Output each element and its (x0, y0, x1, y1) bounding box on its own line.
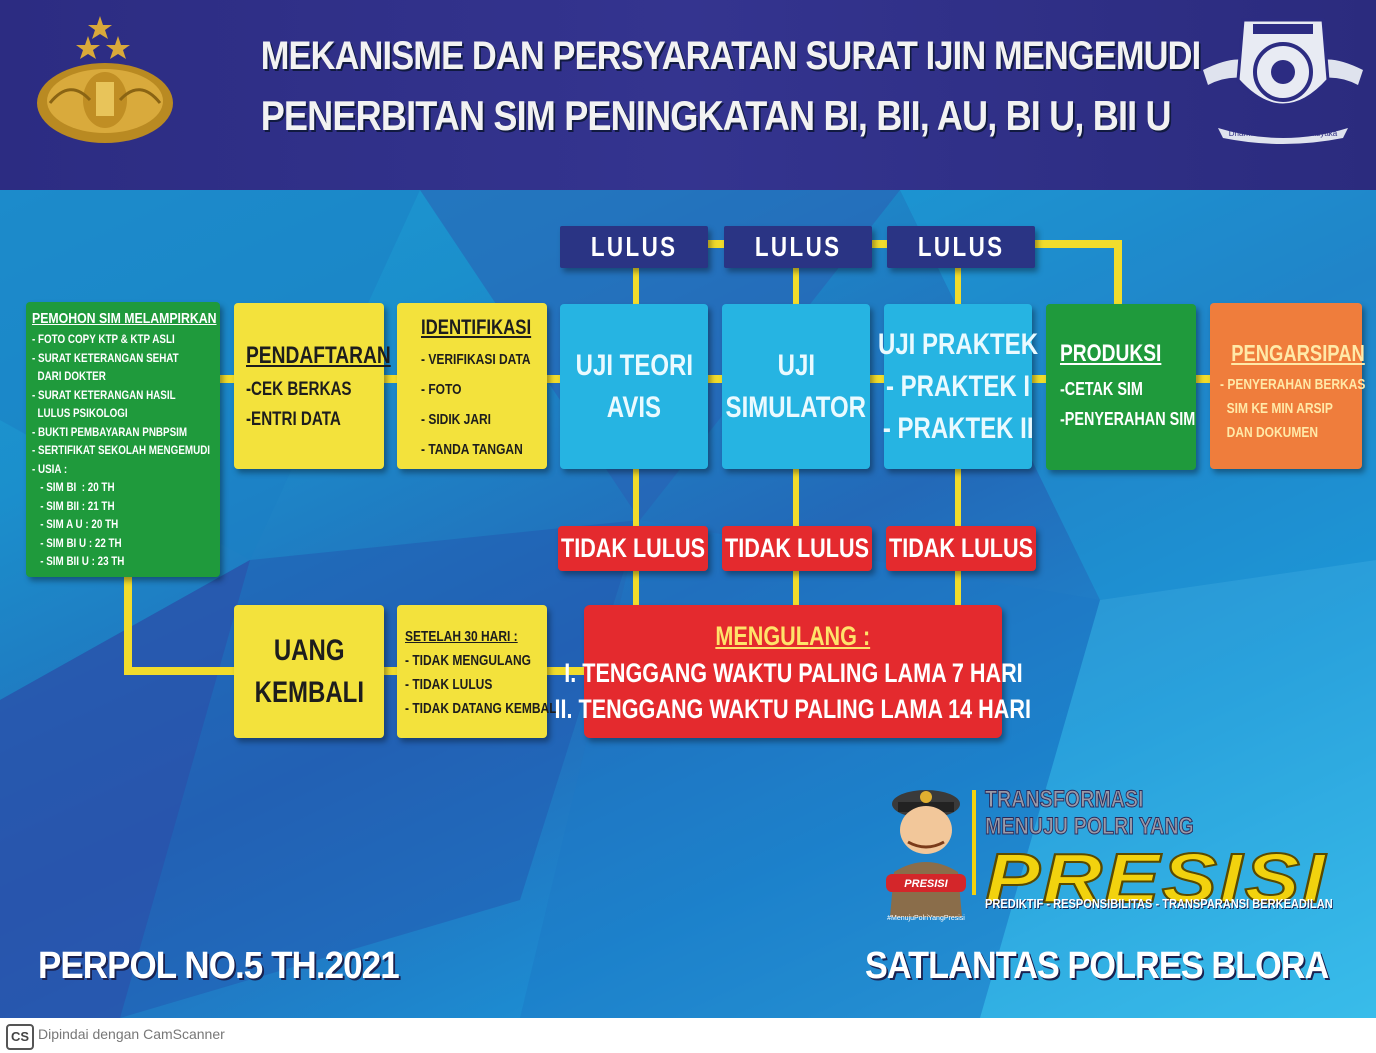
presisi-line-2: MENUJU POLRI YANG (985, 813, 1195, 841)
scanner-bar (0, 1018, 1376, 1053)
pengarsipan-item: SIM KE MIN ARSIP (1220, 400, 1333, 417)
uang-kembali-box: UANG KEMBALI (234, 605, 384, 738)
connector-lulus-to-produksi-h (1030, 240, 1122, 248)
produksi-item: -CETAK SIM (1060, 379, 1143, 399)
mengulang-line1: I. TENGGANG WAKTU PALING LAMA 7 HARI (563, 657, 1023, 688)
uang-kembali-line1: UANG (273, 633, 345, 667)
setelah-item: - TIDAK DATANG KEMBALI (405, 700, 560, 717)
pengarsipan-title: PENGARSIPAN (1231, 340, 1365, 366)
footer-organization: SATLANTAS POLRES BLORA (865, 945, 1329, 987)
produksi-box: PRODUKSI -CETAK SIM -PENYERAHAN SIM (1046, 304, 1196, 470)
hashtag: #MenujuPolriYangPresisi (887, 915, 965, 922)
lulus-label: LULUS (590, 231, 678, 262)
identifikasi-box: IDENTIFIKASI - VERIFIKASI DATA - FOTO - … (397, 303, 547, 469)
pemohon-item: - SIM A U : 20 TH (32, 517, 119, 531)
uji-simulator-line2: SIMULATOR (725, 390, 867, 424)
pemohon-item: DARI DOKTER (32, 369, 106, 383)
mengulang-line2: II. TENGGANG WAKTU PALING LAMA 14 HARI (554, 693, 1032, 724)
pemohon-title: PEMOHON SIM MELAMPIRKAN (32, 310, 217, 327)
title-line-2: PENERBITAN SIM PENINGKATAN BI, BII, AU, … (260, 92, 1172, 139)
connector-lulus-row (700, 240, 730, 248)
uji-teori-line1: UJI TEORI (575, 348, 693, 382)
mengulang-box: MENGULANG : I. TENGGANG WAKTU PALING LAM… (555, 605, 1031, 738)
setelah-item: - TIDAK LULUS (405, 676, 493, 693)
camscanner-logo-icon: CS (6, 1024, 34, 1050)
lulus-badge-2: LULUS (724, 226, 872, 268)
title-line-1: MEKANISME DAN PERSYARATAN SURAT IJIN MEN… (260, 34, 1201, 78)
uji-praktek-line2: - PRAKTEK I (886, 369, 1030, 403)
presisi-tagline: PREDIKTIF - RESPONSIBILITAS - TRANSPARAN… (985, 896, 1333, 911)
setelah-item: - TIDAK MENGULANG (405, 652, 531, 669)
pemohon-item: - BUKTI PEMBAYARAN PNBPSIM (32, 424, 188, 439)
tidak-lulus-label: TIDAK LULUS (889, 533, 1034, 563)
pengarsipan-item: DAN DOKUMEN (1220, 424, 1318, 441)
lulus-badge-3: LULUS (887, 226, 1035, 268)
pendaftaran-item: -ENTRI DATA (246, 409, 341, 430)
tidak-lulus-label: TIDAK LULUS (725, 533, 870, 563)
tidak-lulus-badge-1: TIDAK LULUS (558, 526, 708, 571)
uji-simulator-box: UJI SIMULATOR (722, 304, 870, 469)
uji-praktek-line3: - PRAKTEK II (882, 411, 1034, 445)
presisi-divider (972, 790, 976, 895)
pengarsipan-item: - PENYERAHAN BERKAS (1220, 376, 1366, 393)
uji-teori-line2: AVIS (606, 390, 662, 424)
connector-lulus-2-v (793, 265, 799, 310)
connector-main-row (210, 375, 1230, 383)
emblem-motto: Dharmakerta Marga Reksyaka (1229, 129, 1338, 138)
uang-kembali-line2: KEMBALI (254, 675, 364, 709)
pemohon-item: - SIM BII : 21 TH (32, 498, 115, 513)
police-emblem-icon (37, 16, 173, 143)
lulus-label: LULUS (754, 231, 842, 262)
pengarsipan-box: PENGARSIPAN - PENYERAHAN BERKAS SIM KE M… (1210, 303, 1366, 469)
uji-teori-box: UJI TEORI AVIS (560, 304, 708, 469)
tidak-lulus-badge-3: TIDAK LULUS (886, 526, 1036, 571)
pemohon-item: - SURAT KETERANGAN SEHAT (32, 350, 179, 365)
pemohon-item: - SURAT KETERANGAN HASIL (32, 387, 176, 402)
connector-lulus-to-produksi-v (1114, 240, 1122, 310)
pemohon-item: - FOTO COPY KTP & KTP ASLI (32, 332, 175, 346)
connector-lulus-row-2 (862, 240, 892, 248)
tidak-lulus-badge-2: TIDAK LULUS (722, 526, 872, 571)
uji-simulator-line1: UJI (777, 348, 815, 382)
produksi-item: -PENYERAHAN SIM (1060, 409, 1196, 429)
lulus-label: LULUS (917, 231, 1005, 262)
tidak-lulus-label: TIDAK LULUS (561, 533, 706, 563)
pemohon-item: - SIM BI : 20 TH (32, 480, 115, 494)
identifikasi-item: - TANDA TANGAN (421, 441, 523, 458)
pemohon-box: PEMOHON SIM MELAMPIRKAN - FOTO COPY KTP … (26, 302, 220, 577)
pendaftaran-title: PENDAFTARAN (246, 342, 391, 369)
lulus-badge-1: LULUS (560, 226, 708, 268)
pendaftaran-item: -CEK BERKAS (246, 379, 352, 400)
identifikasi-item: - VERIFIKASI DATA (421, 351, 531, 368)
identifikasi-title: IDENTIFIKASI (421, 316, 532, 339)
pemohon-item: - SIM BII U : 23 TH (32, 554, 125, 568)
scanner-watermark: Dipindai dengan CamScanner (38, 1026, 225, 1042)
pendaftaran-box: PENDAFTARAN -CEK BERKAS -ENTRI DATA (234, 303, 391, 469)
identifikasi-item: - SIDIK JARI (421, 411, 492, 428)
traffic-police-emblem-icon: Dharmakerta Marga Reksyaka (1203, 18, 1363, 144)
pemohon-item: - SERTIFIKAT SEKOLAH MENGEMUDI (32, 443, 211, 457)
uji-praktek-line1: UJI PRAKTEK (877, 327, 1039, 361)
footer-regulation: PERPOL NO.5 TH.2021 (38, 945, 400, 987)
police-mascot-icon: PRESISI #MenujuPolriYangPresisi (886, 790, 966, 922)
header-band (0, 0, 1376, 190)
setelah-title: SETELAH 30 HARI : (405, 628, 518, 645)
pemohon-item: - USIA : (32, 461, 68, 476)
produksi-title: PRODUKSI (1060, 340, 1162, 367)
identifikasi-item: - FOTO (421, 381, 462, 398)
presisi-line-1: TRANSFORMASI (985, 786, 1144, 814)
mascot-badge: PRESISI (904, 878, 948, 890)
poster: Dharmakerta Marga Reksyaka MEKANISME DAN… (0, 0, 1376, 1018)
connector-pemohon-down (124, 575, 132, 675)
pemohon-item: LULUS PSIKOLOGI (32, 406, 128, 420)
pemohon-item: - SIM BI U : 22 TH (32, 535, 122, 550)
connector-lulus-3-v (955, 265, 961, 310)
setelah-30-hari-box: SETELAH 30 HARI : - TIDAK MENGULANG - TI… (397, 605, 560, 738)
mengulang-title: MENGULANG : (715, 620, 871, 651)
presisi-logo-text: PRESISI (984, 838, 1328, 918)
uji-praktek-box: UJI PRAKTEK - PRAKTEK I - PRAKTEK II (878, 304, 1038, 469)
connector-lulus-1-v (633, 265, 639, 310)
